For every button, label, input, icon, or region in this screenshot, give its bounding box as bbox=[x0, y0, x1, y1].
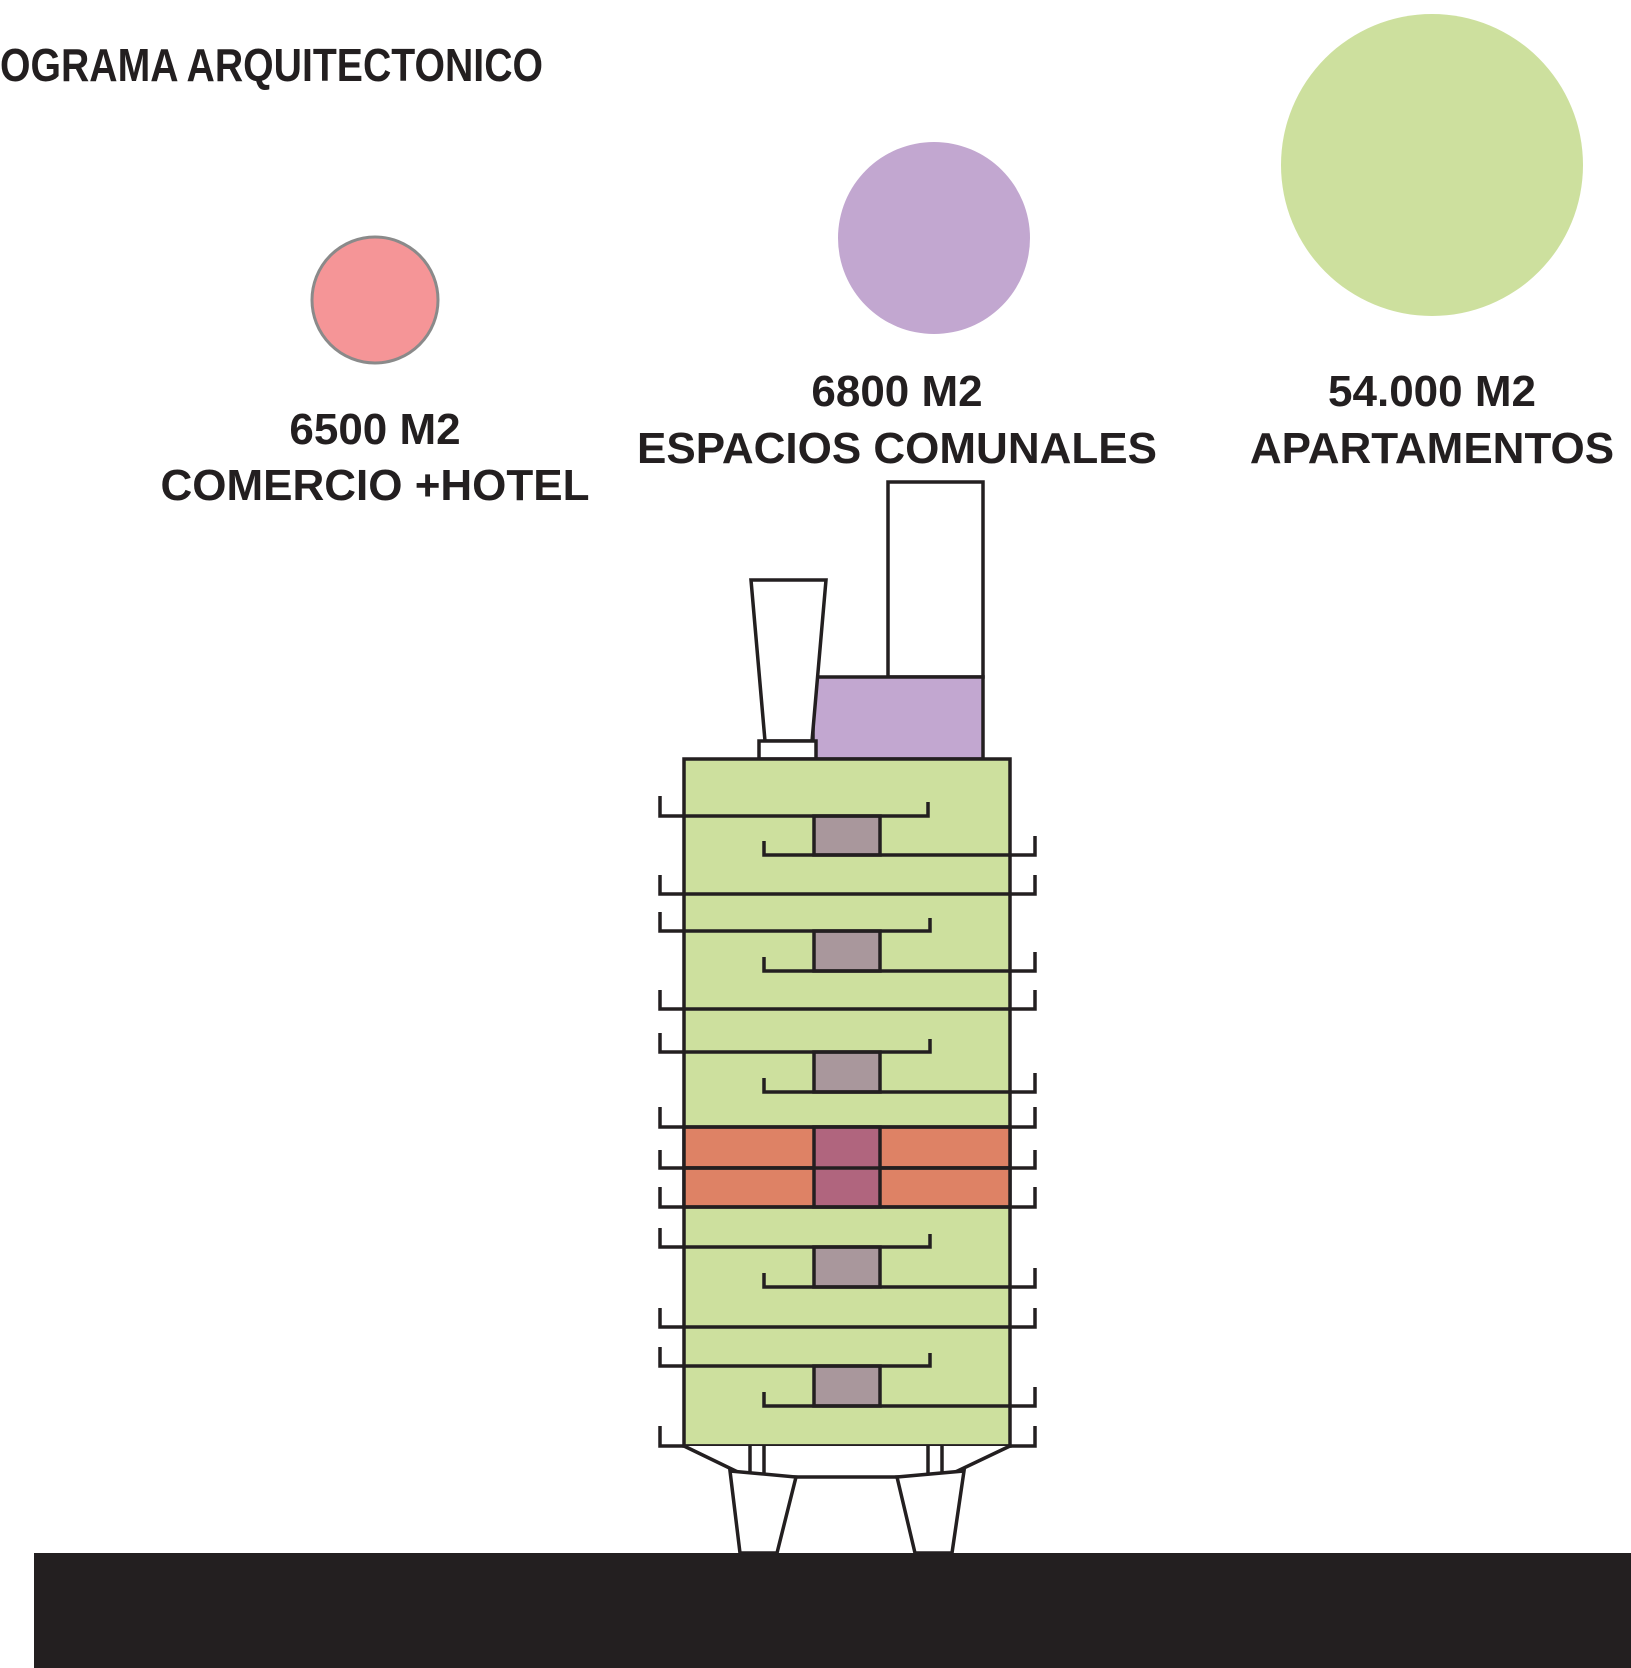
tower-leg-left bbox=[728, 1469, 799, 1555]
floor-slab bbox=[658, 1107, 1037, 1129]
comunales-name-label: ESPACIOS COMUNALES bbox=[637, 424, 1157, 473]
half-slab-right bbox=[762, 1387, 1037, 1408]
floor-slab bbox=[658, 1308, 1037, 1329]
apartamentos-bubble bbox=[1281, 14, 1583, 316]
apartment-core bbox=[812, 1050, 882, 1094]
half-slab-left bbox=[658, 1033, 932, 1054]
roof-tall-volume bbox=[886, 480, 985, 679]
espacios-comunales-bubble bbox=[838, 142, 1030, 334]
ground-slab bbox=[34, 1553, 1631, 1668]
apartment-core bbox=[812, 1364, 882, 1408]
half-slab-left bbox=[658, 796, 930, 818]
apartamentos-area-label: 54.000 M2 bbox=[1328, 367, 1536, 416]
tower-leg-right bbox=[894, 1469, 967, 1555]
half-slab-right bbox=[762, 836, 1037, 857]
half-slab-left bbox=[658, 1347, 932, 1368]
half-slab-left bbox=[658, 912, 932, 933]
roof-communal-volume bbox=[811, 675, 985, 761]
floor-slab bbox=[658, 1187, 1037, 1209]
roof-chimney bbox=[749, 578, 828, 743]
diagram-title: OGRAMA ARQUITECTONICO bbox=[0, 39, 543, 91]
comunales-area-label: 6800 M2 bbox=[811, 367, 982, 416]
apartamentos-name-label: APARTAMENTOS bbox=[1250, 424, 1614, 473]
apartment-core bbox=[812, 929, 882, 973]
floor-slab bbox=[658, 1150, 1037, 1170]
floor-slab bbox=[658, 875, 1037, 896]
comercio-name-label: COMERCIO +HOTEL bbox=[160, 461, 589, 510]
apartment-core bbox=[812, 1245, 882, 1289]
comercio-area-label: 6500 M2 bbox=[289, 405, 460, 454]
apartment-core bbox=[812, 814, 882, 857]
half-slab-right bbox=[762, 1073, 1037, 1094]
chimney-base bbox=[757, 739, 818, 761]
half-slab-right bbox=[762, 1268, 1037, 1289]
half-slab-right bbox=[762, 952, 1037, 973]
half-slab-left bbox=[658, 1228, 932, 1249]
tower-section bbox=[658, 480, 1037, 1555]
tower-body bbox=[682, 757, 1012, 1448]
comercio-hotel-bubble bbox=[310, 235, 440, 365]
floor-slab bbox=[658, 990, 1037, 1011]
